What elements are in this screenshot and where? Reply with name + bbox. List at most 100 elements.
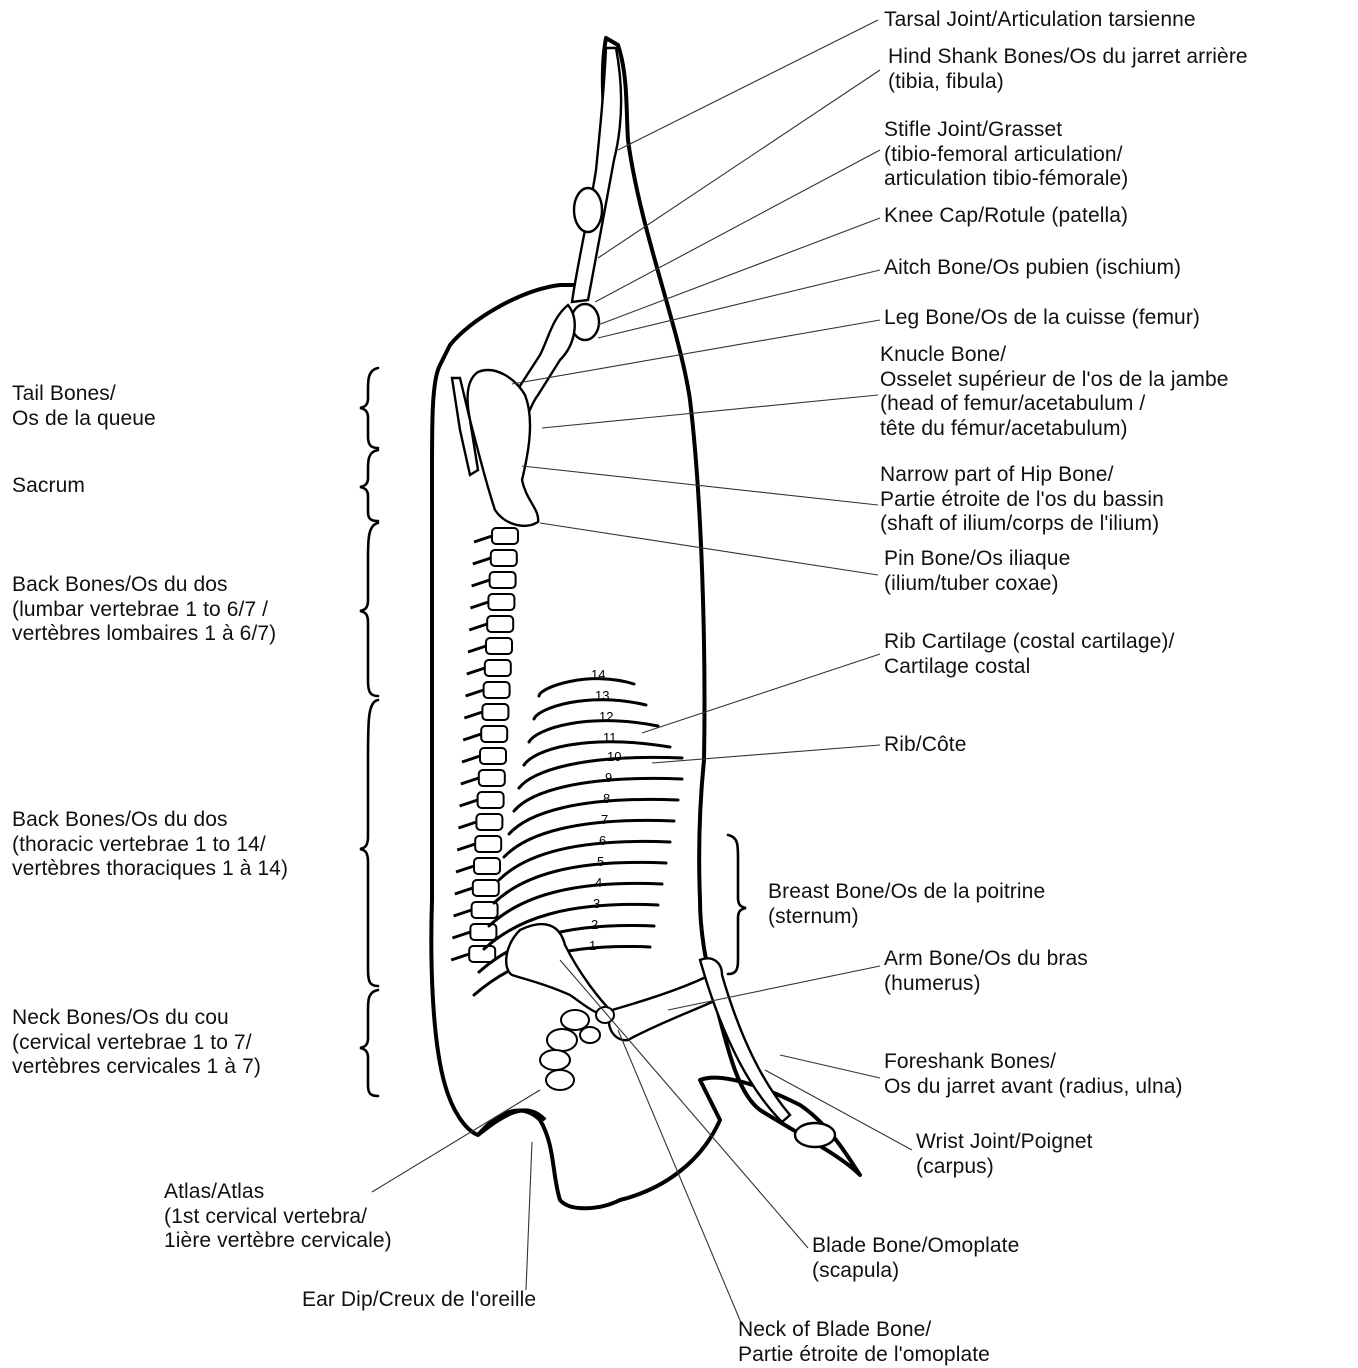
brace-thoracic: [360, 700, 378, 986]
leader-ear-dip: [526, 1142, 532, 1290]
vertebra-process: [462, 756, 480, 762]
rib-number-13: 13: [595, 688, 609, 703]
label-breast-bone: Breast Bone/Os de la poitrine (sternum): [768, 880, 1045, 929]
cervical-vertebrae: [540, 1007, 614, 1090]
label-aitch-bone: Aitch Bone/Os pubien (ischium): [884, 256, 1181, 281]
vertebra-process: [464, 712, 482, 718]
vertebra-process: [455, 888, 473, 894]
vertebra-process: [473, 558, 491, 564]
brace-breast-bone: [728, 835, 746, 974]
rib-number-5: 5: [597, 854, 604, 869]
vertebra-process: [467, 668, 485, 674]
rib-number-10: 10: [607, 749, 621, 764]
vertebra: [491, 550, 517, 566]
leader-knucle: [542, 395, 878, 428]
vertebra: [481, 726, 507, 742]
label-cervical-vertebrae: Neck Bones/Os du cou (cervical vertebrae…: [12, 1006, 261, 1080]
rib-number-11: 11: [603, 730, 617, 745]
rib-10: [519, 757, 682, 788]
vertebra: [490, 572, 516, 588]
rib-14: [539, 679, 634, 696]
label-tarsal-joint: Tarsal Joint/Articulation tarsienne: [884, 8, 1196, 33]
leader-knee-cap: [598, 218, 880, 325]
label-stifle-joint: Stifle Joint/Grasset (tibio-femoral arti…: [884, 118, 1128, 192]
label-hind-shank-bones: Hind Shank Bones/Os du jarret arrière (t…: [888, 45, 1248, 94]
rib-number-2: 2: [591, 917, 598, 932]
leader-hind-shank: [598, 70, 880, 258]
vertebra: [478, 792, 504, 808]
vertebra: [492, 528, 518, 544]
leader-neck-blade: [618, 1030, 742, 1325]
label-rib-cartilage: Rib Cartilage (costal cartilage)/ Cartil…: [884, 630, 1174, 679]
vertebra: [475, 836, 501, 852]
rib-7: [504, 820, 674, 857]
vertebra-process: [469, 624, 487, 630]
leader-tarsal: [618, 20, 878, 150]
foreshank-bone: [700, 958, 790, 1122]
vertebra: [473, 880, 499, 896]
vertebra-process: [451, 954, 469, 960]
rib-12: [529, 721, 658, 742]
rib-6: [499, 841, 670, 880]
brace-lumbar: [360, 523, 378, 696]
vertebra-process: [474, 536, 492, 542]
vertebra-process: [458, 822, 476, 828]
vertebral-column: [451, 528, 518, 962]
label-atlas: Atlas/Atlas (1st cervical vertebra/ 1ièr…: [164, 1180, 392, 1254]
leader-rib: [652, 745, 880, 763]
label-arm-bone: Arm Bone/Os du bras (humerus): [884, 947, 1088, 996]
vertebra-process: [463, 734, 481, 740]
vertebra-process: [461, 778, 479, 784]
leader-atlas: [372, 1090, 540, 1192]
label-narrow-hip-bone: Narrow part of Hip Bone/ Partie étroite …: [880, 463, 1164, 537]
rib-number-12: 12: [599, 709, 613, 724]
label-rib: Rib/Côte: [884, 733, 967, 758]
vertebra-process: [470, 602, 488, 608]
vertebra-process: [454, 910, 472, 916]
vertebra: [470, 924, 496, 940]
vertebra: [486, 638, 512, 654]
vertebra: [487, 616, 513, 632]
rib-number-8: 8: [603, 791, 610, 806]
carpus-bone: [795, 1123, 835, 1147]
label-pin-bone: Pin Bone/Os iliaque (ilium/tuber coxae): [884, 547, 1070, 596]
humerus-bone: [609, 975, 719, 1040]
brace-neck: [360, 990, 378, 1096]
rib-9: [514, 778, 682, 811]
tarsal-bone: [574, 188, 602, 232]
rib-number-6: 6: [599, 833, 606, 848]
rib-number-1: 1: [589, 938, 596, 953]
vertebra: [484, 682, 510, 698]
label-knee-cap: Knee Cap/Rotule (patella): [884, 204, 1128, 229]
vertebra-process: [468, 646, 486, 652]
label-lumbar-vertebrae: Back Bones/Os du dos (lumbar vertebrae 1…: [12, 573, 276, 647]
rib-8: [509, 799, 678, 834]
brace-tail: [360, 368, 378, 448]
label-sacrum: Sacrum: [12, 474, 85, 499]
vertebra-process: [456, 866, 474, 872]
leader-pin-bone: [540, 523, 878, 575]
label-wrist-joint: Wrist Joint/Poignet (carpus): [916, 1130, 1093, 1179]
leader-foreshank: [780, 1055, 880, 1078]
vertebra: [479, 770, 505, 786]
vertebra: [488, 594, 514, 610]
rib-number-14: 14: [591, 667, 605, 682]
vertebra-process: [460, 800, 478, 806]
label-knucle-bone: Knucle Bone/ Osselet supérieur de l'os d…: [880, 343, 1229, 441]
label-foreshank-bones: Foreshank Bones/ Os du jarret avant (rad…: [884, 1050, 1183, 1099]
label-blade-bone: Blade Bone/Omoplate (scapula): [812, 1234, 1019, 1283]
brace-sacrum: [360, 450, 378, 521]
vertebra-process: [472, 580, 490, 586]
label-tail-bones: Tail Bones/ Os de la queue: [12, 382, 156, 431]
vertebra: [476, 814, 502, 830]
vertebra-process: [466, 690, 484, 696]
leader-rib-cartilage: [642, 654, 880, 733]
vertebra: [474, 858, 500, 874]
leader-stifle: [595, 150, 880, 302]
rib-number-4: 4: [595, 875, 602, 890]
vertebra-process: [457, 844, 475, 850]
rib-13: [534, 700, 646, 719]
vertebra-process: [452, 932, 470, 938]
vertebra: [480, 748, 506, 764]
